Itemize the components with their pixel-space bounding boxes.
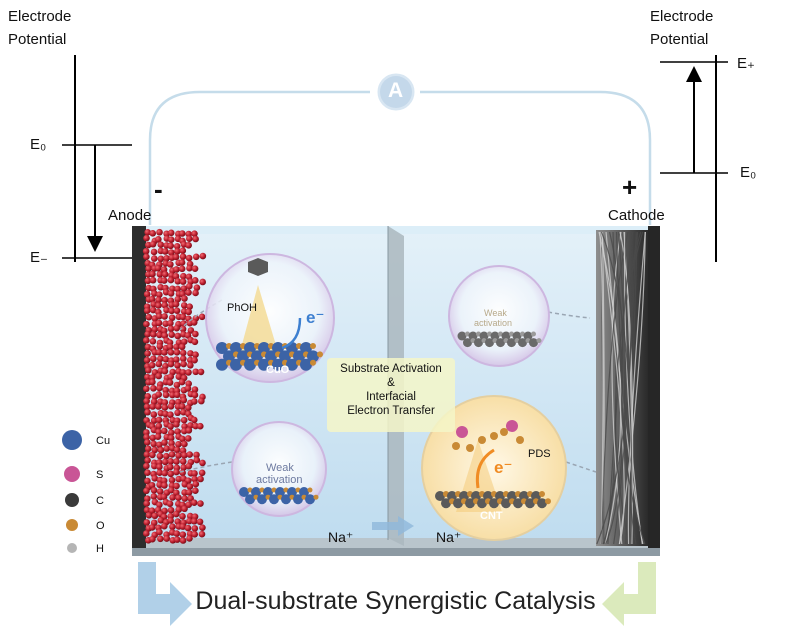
cathode-label: Cathode (608, 207, 665, 224)
na-ion-right: Na⁺ (436, 529, 462, 545)
legend-h: H (60, 540, 130, 560)
legend-cu-label: Cu (96, 435, 111, 447)
weak-right-line2: activation (474, 318, 513, 328)
legend-o-label: O (96, 520, 105, 532)
legend-c: C (60, 492, 130, 512)
right-axis-title-2: Potential (650, 31, 709, 48)
left-axis-e0: E₀ (30, 136, 47, 153)
electron-label-left: e⁻ (306, 308, 325, 327)
bubble-phoh-cuo (179, 253, 335, 383)
ammeter-icon (374, 70, 418, 114)
bubble-weak-right (448, 265, 591, 367)
cathode-electrode (596, 226, 660, 548)
center-line-4: Electron Transfer (347, 405, 435, 417)
legend-h-label: H (96, 543, 104, 555)
footer-title: Dual-substrate Synergistic Catalysis (195, 587, 596, 615)
legend-o: O (60, 517, 130, 537)
legend-swatches (62, 430, 82, 553)
electron-label-right: e⁻ (494, 458, 513, 477)
anode-label: Anode (108, 207, 152, 224)
center-text-box: Substrate Activation & Interfacial Elect… (327, 358, 455, 432)
pds-label: PDS (528, 448, 551, 460)
weak-right-line1: Weak (484, 308, 507, 318)
anode-sign: - (154, 174, 163, 204)
right-axis-eplus: E₊ (737, 55, 755, 72)
left-potential-axis (62, 55, 132, 262)
center-line-2: & (387, 377, 395, 389)
cathode-sign: + (622, 172, 638, 202)
bubble-pds-cnt (421, 395, 597, 541)
bubble-weak-left (179, 421, 327, 517)
center-line-1: Substrate Activation (340, 363, 442, 375)
carbon-nanotube-fibers (596, 231, 646, 545)
phoh-label: PhOH (227, 302, 257, 314)
right-flow-arrow (602, 562, 656, 626)
legend-s: S (60, 466, 130, 486)
left-axis-title-2: Potential (8, 31, 67, 48)
left-flow-arrow (138, 562, 192, 626)
right-potential-axis (660, 55, 728, 262)
right-axis-e0: E₀ (740, 164, 757, 181)
external-circuit-wire (148, 90, 652, 225)
legend-s-label: S (96, 469, 104, 481)
weak-left-line1: Weak (266, 462, 294, 474)
na-ion-left: Na⁺ (328, 529, 354, 545)
right-axis-title-1: Electrode (650, 8, 714, 25)
cnt-label: CNT (480, 510, 503, 522)
anode-electrode (132, 226, 207, 548)
legend-cu: Cu (60, 432, 130, 452)
center-line-3: Interfacial (366, 391, 416, 403)
cu-oxide-beads (142, 228, 207, 544)
left-axis-title-1: Electrode (8, 8, 72, 25)
weak-left-line2: activation (256, 474, 303, 486)
cuo-label: CuO (266, 364, 290, 376)
left-axis-eminus: E₋ (30, 249, 48, 266)
ion-flow-arrow (372, 516, 414, 536)
legend-c-label: C (96, 495, 104, 507)
ammeter-label: A (388, 79, 404, 102)
